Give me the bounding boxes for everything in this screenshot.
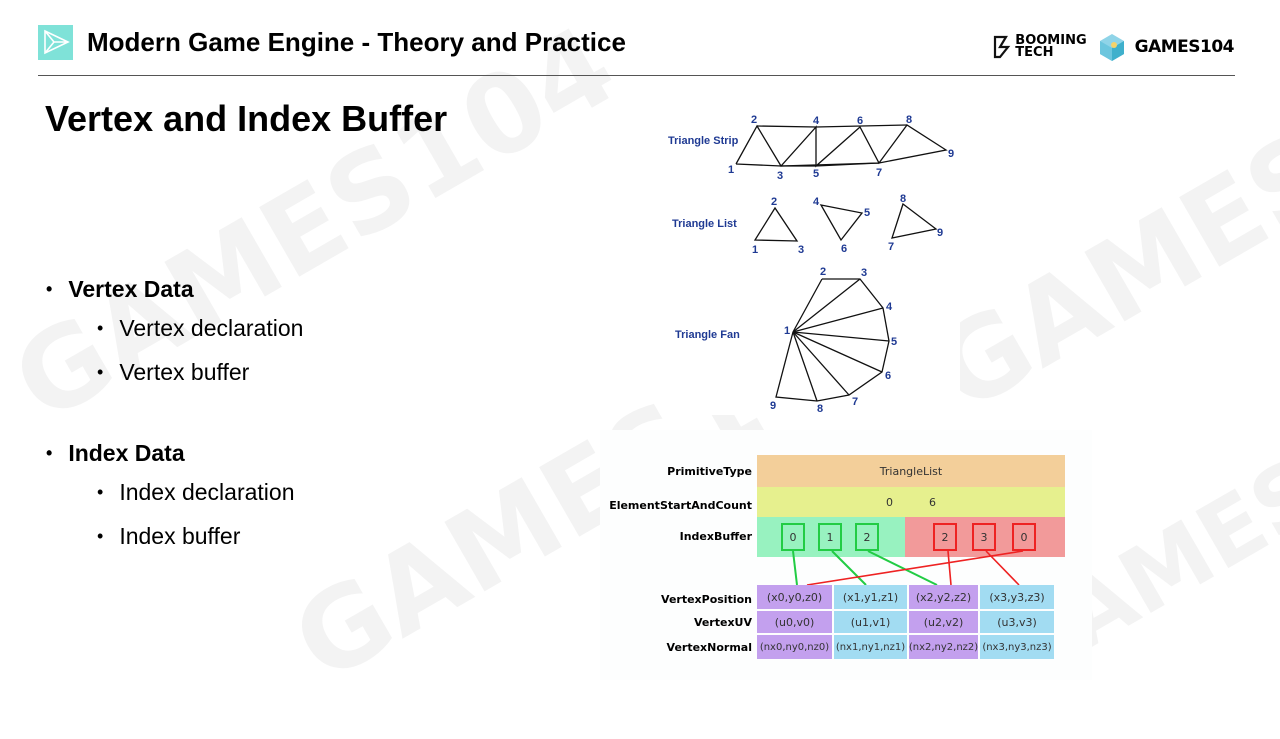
buffer-diagram: PrimitiveType TriangleList ElementStartA… (600, 430, 1092, 680)
index-cell: 3 (972, 523, 996, 551)
triangle-list-label: Triangle List (672, 218, 737, 230)
vertex-normal-cell: (nx2,ny2,nz2) (909, 635, 978, 659)
triangle-fan-label: Triangle Fan (675, 329, 740, 341)
vertex-normal-cell: (nx0,ny0,nz0) (757, 635, 832, 659)
vertex-label: 6 (857, 115, 863, 127)
vertex-label: 1 (784, 325, 790, 337)
vertex-position-cell: (x2,y2,z2) (909, 585, 978, 609)
vertex-label: 7 (876, 167, 882, 179)
bullet-list: •Vertex Data •Vertex declaration •Vertex… (46, 272, 303, 558)
vertex-uv-label: VertexUV (693, 616, 752, 629)
vertex-label: 7 (888, 241, 894, 253)
index-mapping-lines (792, 550, 1024, 586)
primitive-type-value: TriangleList (757, 455, 1065, 487)
sub-bullet: •Index buffer (97, 522, 241, 549)
vertex-label: 6 (841, 243, 847, 255)
sub-bullet: •Vertex declaration (97, 314, 304, 341)
vertex-label: 9 (937, 227, 943, 239)
vertex-normal-label: VertexNormal (666, 641, 752, 654)
vertex-position-cell: (x3,y3,z3) (980, 585, 1054, 609)
vertex-uv-cell: (u0,v0) (757, 611, 832, 633)
bullet-index-data: •Index Data (46, 439, 185, 466)
sub-bullet-label: Index buffer (119, 522, 241, 549)
vertex-label: 4 (813, 115, 820, 127)
vertex-label: 8 (906, 114, 912, 126)
booming-tech-icon (994, 35, 1011, 59)
index-cell: 2 (855, 523, 879, 551)
vertex-label: 7 (852, 396, 858, 408)
vertex-label: 5 (891, 336, 897, 348)
element-start-count-row: 0 6 (757, 487, 1065, 517)
vertex-label: 3 (777, 170, 783, 182)
sub-bullet: •Index declaration (97, 478, 295, 505)
vertex-normal-cell: (nx3,ny3,nz3) (980, 635, 1054, 659)
vertex-uv-cell: (u1,v1) (834, 611, 907, 633)
vertex-label: 8 (900, 193, 906, 205)
sub-bullet-label: Index declaration (119, 478, 295, 505)
vertex-label: 4 (886, 301, 893, 313)
header-divider (38, 75, 1235, 76)
bullet-label: Index Data (68, 439, 185, 466)
vertex-label: 4 (813, 196, 820, 208)
games104-cube-icon (1099, 34, 1124, 61)
course-title: Modern Game Engine - Theory and Practice (87, 26, 626, 57)
vertex-label: 5 (864, 207, 870, 219)
sub-bullet-label: Vertex declaration (119, 314, 304, 341)
brand-tech-text: TECH (1015, 45, 1054, 60)
vertex-label: 3 (861, 267, 867, 279)
index-cell: 0 (1012, 523, 1036, 551)
brand-logos: BOOMING TECH GAMES104 (992, 32, 1235, 62)
green-link-line (831, 550, 867, 586)
games104-logo-text: GAMES104 (1134, 37, 1235, 57)
course-logo-icon (38, 24, 73, 60)
vertex-label: 1 (752, 244, 758, 256)
element-start: 0 (886, 495, 893, 509)
green-link-line (792, 550, 798, 586)
vertex-normal-cell: (nx1,ny1,nz1) (834, 635, 907, 659)
list-vertex-labels: 1 2 3 4 5 6 7 8 9 (752, 193, 943, 256)
brand-booming-text: BOOMING (1015, 33, 1087, 48)
bullet-vertex-data: •Vertex Data (46, 275, 194, 302)
vertex-position-cell: (x1,y1,z1) (834, 585, 907, 609)
sub-bullet-label: Vertex buffer (119, 358, 250, 385)
red-link-line (806, 550, 1024, 586)
red-link-line (947, 550, 952, 586)
vertex-uv-cell: (u3,v3) (980, 611, 1054, 633)
triangle-strip-label: Triangle Strip (668, 135, 739, 147)
index-buffer-label: IndexBuffer (679, 530, 752, 543)
triangle-fan-shape (775, 278, 890, 402)
vertex-label: 3 (798, 244, 804, 256)
element-count: 6 (929, 495, 936, 509)
vertex-label: 9 (948, 148, 954, 160)
vertex-label: 6 (885, 370, 891, 382)
index-cell: 0 (781, 523, 805, 551)
primitive-type-label: PrimitiveType (667, 465, 752, 478)
vertex-label: 2 (820, 266, 826, 278)
vertex-label: 1 (728, 164, 734, 176)
vertex-label: 2 (771, 196, 777, 208)
index-cell: 1 (818, 523, 842, 551)
vertex-label: 8 (817, 403, 823, 415)
header: Modern Game Engine - Theory and Practice (38, 22, 626, 62)
watermark: GAMES104 (912, 0, 1280, 437)
vertex-label: 5 (813, 168, 819, 180)
slide-title: Vertex and Index Buffer (45, 98, 448, 139)
fan-vertex-labels: 1 2 3 4 5 6 7 8 9 (770, 266, 897, 415)
sub-bullet: •Vertex buffer (97, 358, 250, 385)
element-start-count-label: ElementStartAndCount (609, 499, 752, 512)
booming-tech-logo: BOOMING TECH (1015, 33, 1087, 60)
vertex-label: 9 (770, 400, 776, 412)
index-cell: 2 (933, 523, 957, 551)
vertex-position-label: VertexPosition (661, 593, 752, 606)
vertex-position-cell: (x0,y0,z0) (757, 585, 832, 609)
strip-vertex-labels: 1 2 3 4 5 6 7 8 9 (728, 114, 954, 182)
vertex-label: 2 (751, 114, 757, 126)
topology-diagram: Triangle Strip 1 2 3 4 5 6 7 8 9 Triangl… (660, 105, 960, 420)
triangle-strip-shape (735, 124, 948, 168)
vertex-uv-cell: (u2,v2) (909, 611, 978, 633)
bullet-label: Vertex Data (68, 275, 194, 302)
triangle-list-shape (753, 202, 938, 242)
green-link-line (867, 550, 938, 586)
